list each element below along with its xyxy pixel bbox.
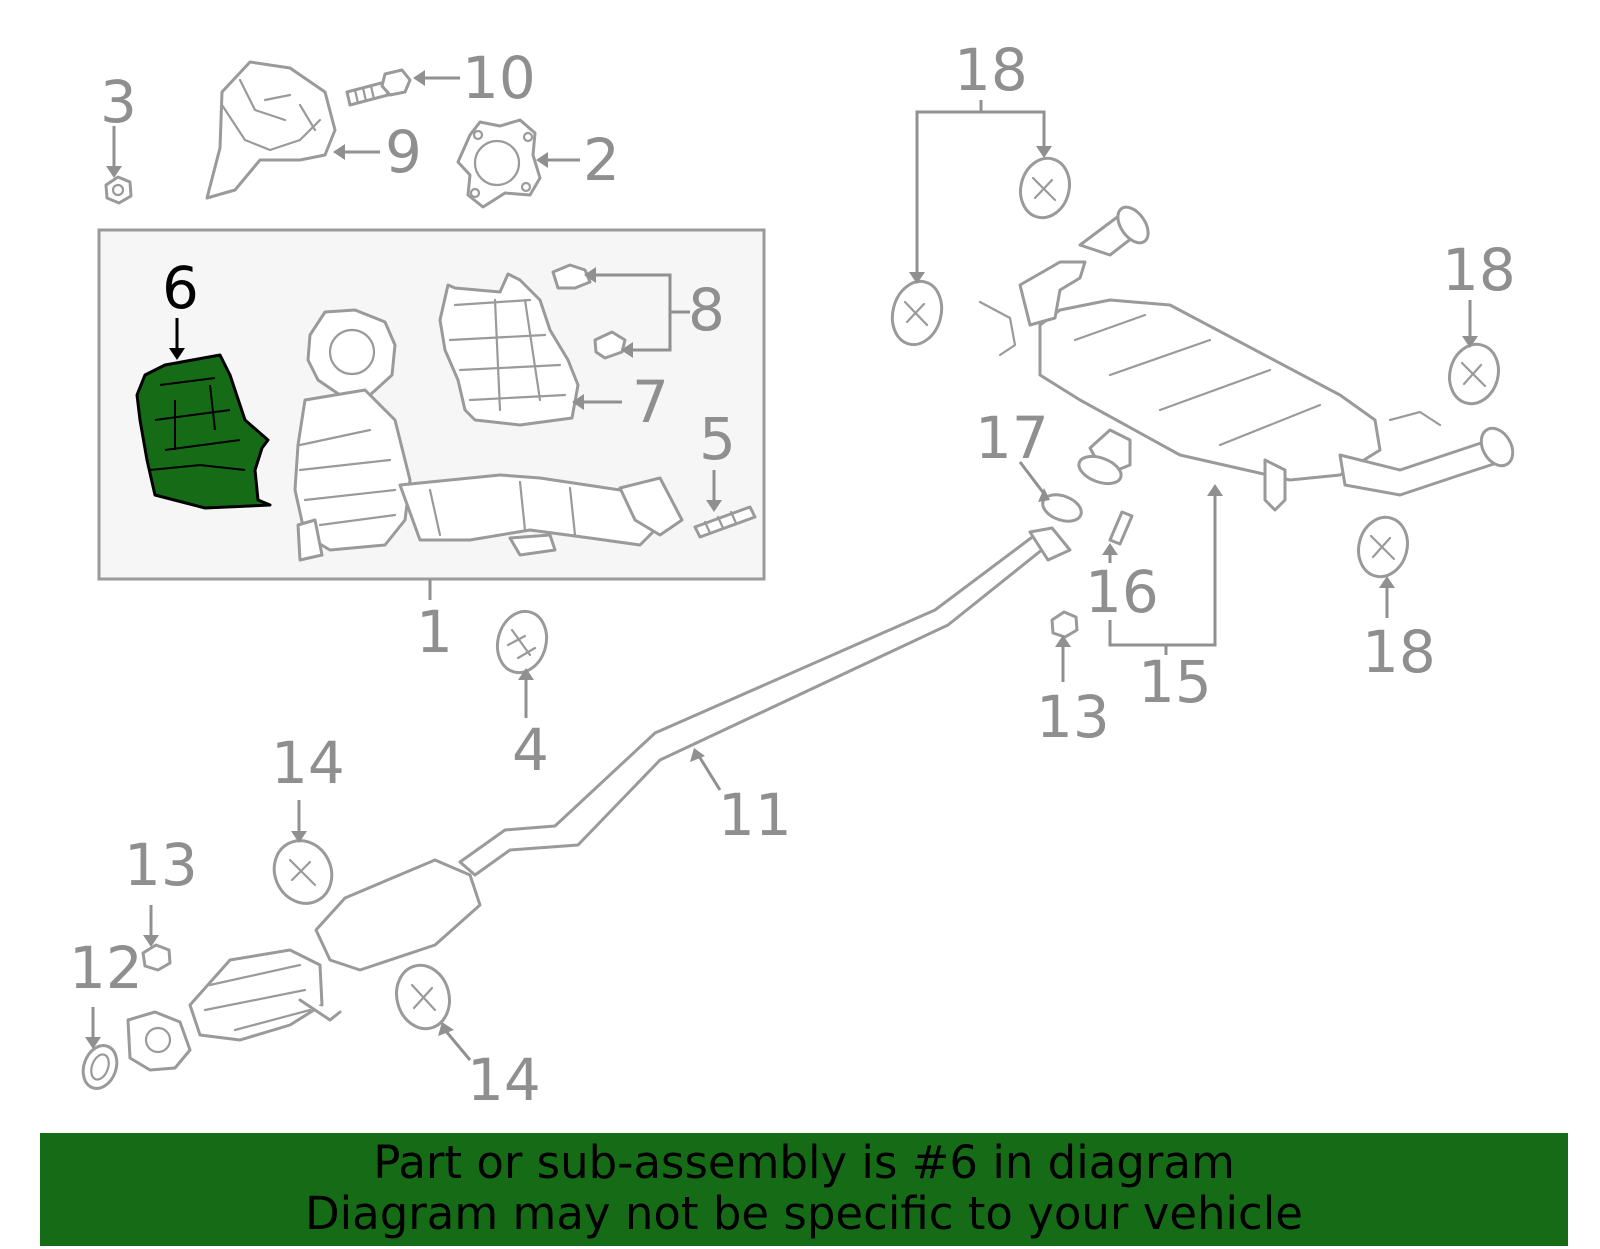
part-4-hanger[interactable] [491, 606, 553, 678]
part-18-hanger-right-upper[interactable] [1443, 339, 1505, 409]
part-18-hanger-top[interactable] [1014, 153, 1076, 223]
callout-8: 8 [688, 276, 725, 344]
callout-14-lower: 14 [467, 1046, 541, 1114]
part-16-stud[interactable] [1108, 510, 1134, 546]
callout-18-right-lower: 18 [1362, 618, 1436, 686]
part-1-manifold-assembly[interactable] [293, 308, 684, 562]
callout-14-upper: 14 [271, 729, 345, 797]
callout-13-lower: 13 [124, 831, 198, 899]
part-7-heat-shield-upper[interactable] [438, 272, 580, 427]
front-pipe-assembly[interactable] [126, 858, 482, 1072]
callout-15: 15 [1138, 648, 1212, 716]
part-14-hanger-upper[interactable] [264, 831, 342, 913]
part-10-bolt[interactable] [345, 68, 412, 107]
part-2-gasket[interactable] [456, 118, 542, 209]
callout-11: 11 [718, 781, 792, 849]
part-15-muffler-assembly[interactable] [978, 202, 1519, 512]
part-6-heat-shield-highlighted[interactable] [135, 353, 272, 510]
part-5-stud[interactable] [693, 505, 757, 539]
part-11-center-pipe[interactable] [458, 526, 1072, 877]
part-18-hanger-left[interactable] [886, 276, 949, 350]
callout-12: 12 [69, 934, 143, 1002]
callout-3: 3 [100, 68, 137, 136]
callout-4: 4 [512, 716, 549, 784]
callout-16: 16 [1085, 558, 1159, 626]
callout-2: 2 [583, 126, 620, 194]
callout-17: 17 [975, 404, 1049, 472]
part-14-hanger-lower[interactable] [390, 959, 457, 1034]
callout-13-upper: 13 [1036, 683, 1110, 751]
part-12-gasket-ring[interactable] [77, 1041, 122, 1093]
part-13-nut-lower[interactable] [141, 943, 172, 972]
part-13-nut-upper[interactable] [1050, 610, 1079, 639]
banner-line-1: Part or sub-assembly is #6 in diagram [373, 1136, 1235, 1189]
part-8-sensors[interactable] [551, 263, 627, 360]
callout-5: 5 [699, 405, 736, 473]
callout-18-top: 18 [954, 36, 1028, 104]
part-17-gasket[interactable] [1039, 490, 1085, 526]
part-9-heat-shield[interactable] [205, 60, 337, 200]
callout-18-right-upper: 18 [1442, 236, 1516, 304]
part-18-hanger-right-lower[interactable] [1352, 512, 1414, 582]
part-3-nut[interactable] [104, 175, 133, 205]
callout-6: 6 [162, 254, 199, 322]
info-banner: Part or sub-assembly is #6 in diagram Di… [40, 1133, 1568, 1246]
callout-1: 1 [416, 598, 453, 666]
callout-10: 10 [462, 44, 536, 112]
banner-line-2: Diagram may not be specific to your vehi… [305, 1187, 1303, 1240]
callout-9: 9 [385, 118, 422, 186]
callout-7: 7 [632, 368, 669, 436]
